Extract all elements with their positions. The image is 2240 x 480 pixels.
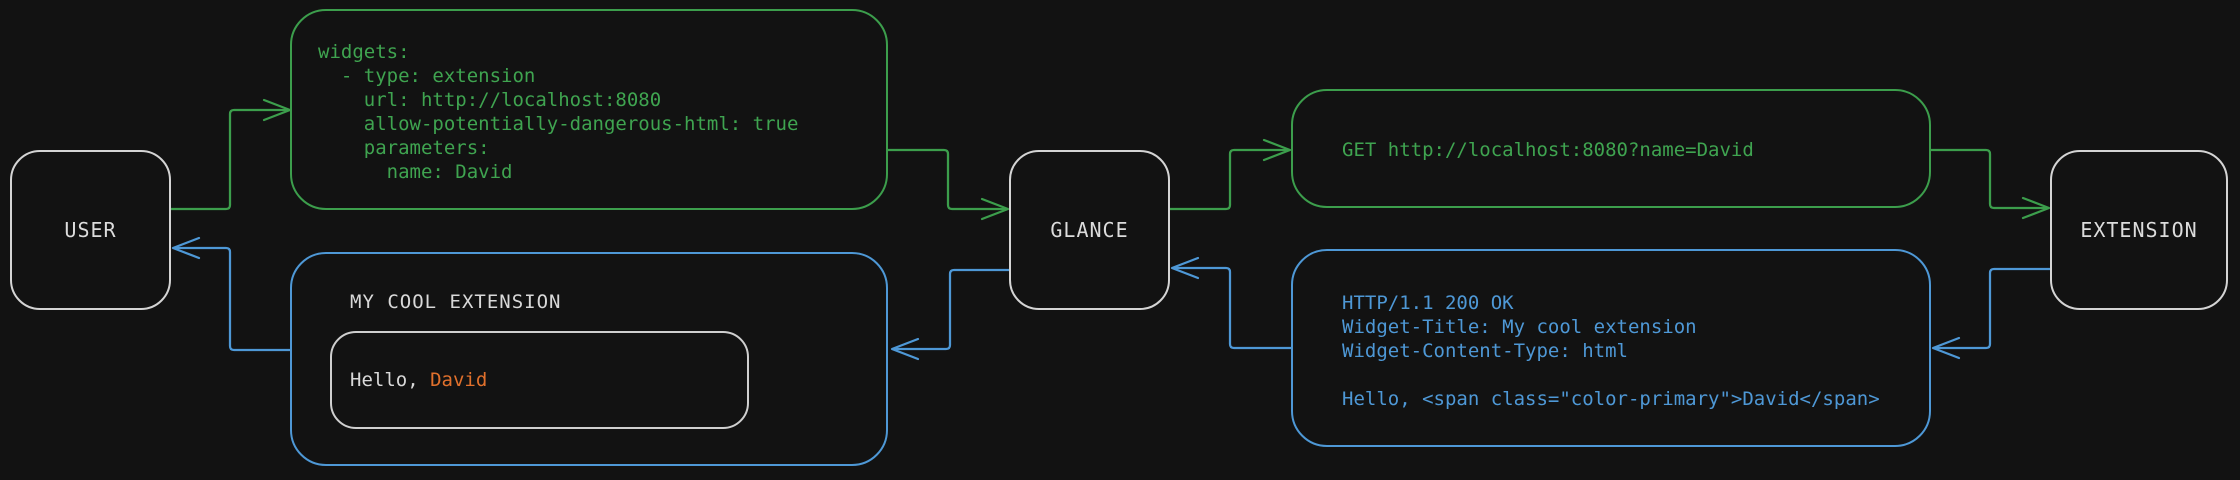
arrow-user-to-config <box>169 108 290 211</box>
response-arrows <box>171 236 2052 361</box>
node-user-label: USER <box>64 218 117 242</box>
widget-greeting: Hello, David <box>350 368 487 392</box>
arrow-extension-to-response <box>1932 267 2052 350</box>
node-extension: EXTENSION <box>2050 150 2228 310</box>
arrowhead-glance-to-widget <box>890 337 920 361</box>
arrow-glance-to-widget <box>891 268 1011 351</box>
node-user: USER <box>10 150 171 310</box>
arrowhead-response-to-glance <box>1170 256 1200 280</box>
node-glance: GLANCE <box>1009 150 1170 310</box>
http-response-text: HTTP/1.1 200 OK Widget-Title: My cool ex… <box>1342 292 1880 410</box>
node-glance-label: GLANCE <box>1050 218 1129 242</box>
http-response-box <box>1291 249 1931 447</box>
http-request-text: GET http://localhost:8080?name=David <box>1342 139 1754 161</box>
arrowhead-widget-to-user <box>171 236 201 260</box>
arrow-glance-to-request <box>1168 148 1290 211</box>
arrowhead-config-to-glance <box>980 197 1010 221</box>
arrow-widget-to-user <box>172 246 292 352</box>
arrowhead-extension-to-response <box>1931 336 1961 360</box>
arrowhead-request-to-extension <box>2021 196 2051 220</box>
rendered-widget-box <box>290 252 888 466</box>
widget-content-frame <box>330 331 749 429</box>
arrow-config-to-glance <box>886 148 1008 211</box>
arrow-response-to-glance <box>1171 266 1293 350</box>
arrow-request-to-extension <box>1929 148 2049 210</box>
http-request-box <box>1291 89 1931 208</box>
config-yaml-box <box>290 9 888 210</box>
config-yaml-text: widgets: - type: extension url: http://l… <box>318 41 799 183</box>
greeting-name: David <box>430 369 488 391</box>
node-extension-label: EXTENSION <box>2080 218 2198 242</box>
arrowhead-glance-to-request <box>1262 138 1292 162</box>
request-arrows <box>169 98 2051 221</box>
greeting-prefix: Hello, <box>350 369 431 391</box>
widget-title: MY COOL EXTENSION <box>350 291 562 313</box>
